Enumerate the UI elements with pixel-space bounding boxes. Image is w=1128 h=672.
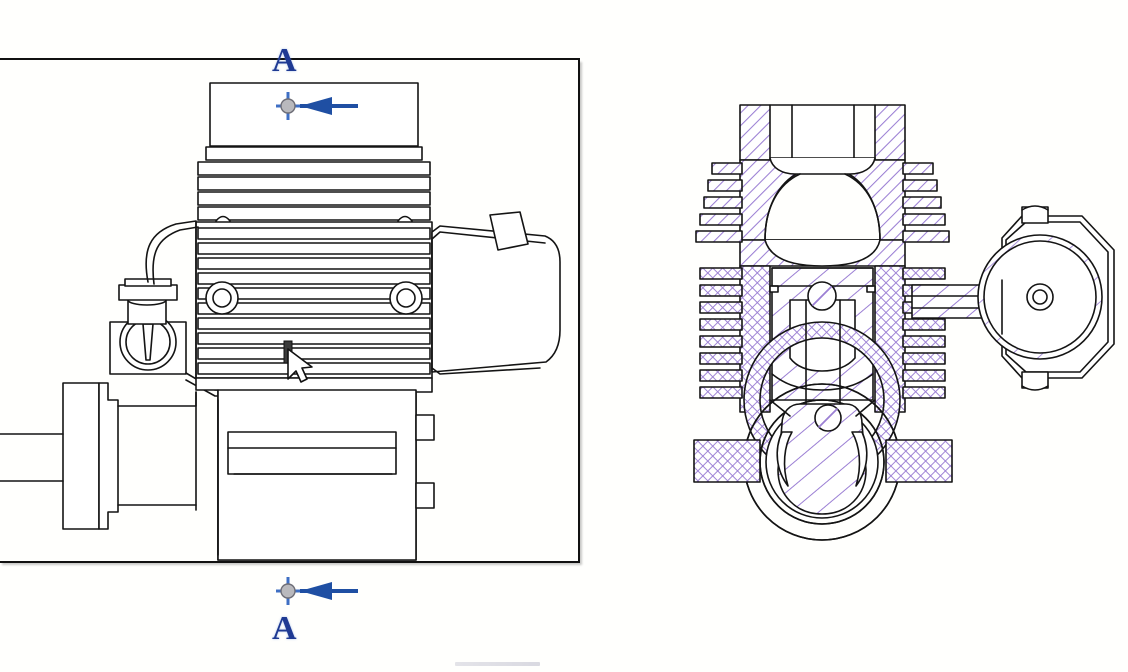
muffler — [431, 225, 561, 375]
prop-driver — [62, 382, 197, 530]
drive-shaft — [0, 433, 64, 482]
flywheel-housing — [977, 205, 1115, 391]
section-fins-head-right — [902, 162, 950, 243]
section-label-top: A — [272, 42, 297, 79]
cooling-fins-lower — [197, 227, 431, 375]
section-label-bottom: A — [272, 610, 297, 647]
mounting-boss-right — [389, 281, 423, 315]
crankcase — [195, 377, 433, 561]
status-scroll-hint — [455, 662, 540, 666]
crankcase-lug-upper — [415, 414, 435, 441]
exhaust-stack — [489, 211, 529, 251]
fuel-line — [145, 220, 199, 285]
section-fins-head-left — [695, 162, 743, 243]
cooling-fins-upper — [197, 146, 431, 221]
section-fins-body-left — [699, 267, 743, 399]
mounting-boss-left — [205, 281, 239, 315]
drawing-view-border[interactable] — [0, 58, 580, 563]
carburetor — [109, 278, 187, 375]
crankcase-lug-lower — [415, 482, 435, 509]
